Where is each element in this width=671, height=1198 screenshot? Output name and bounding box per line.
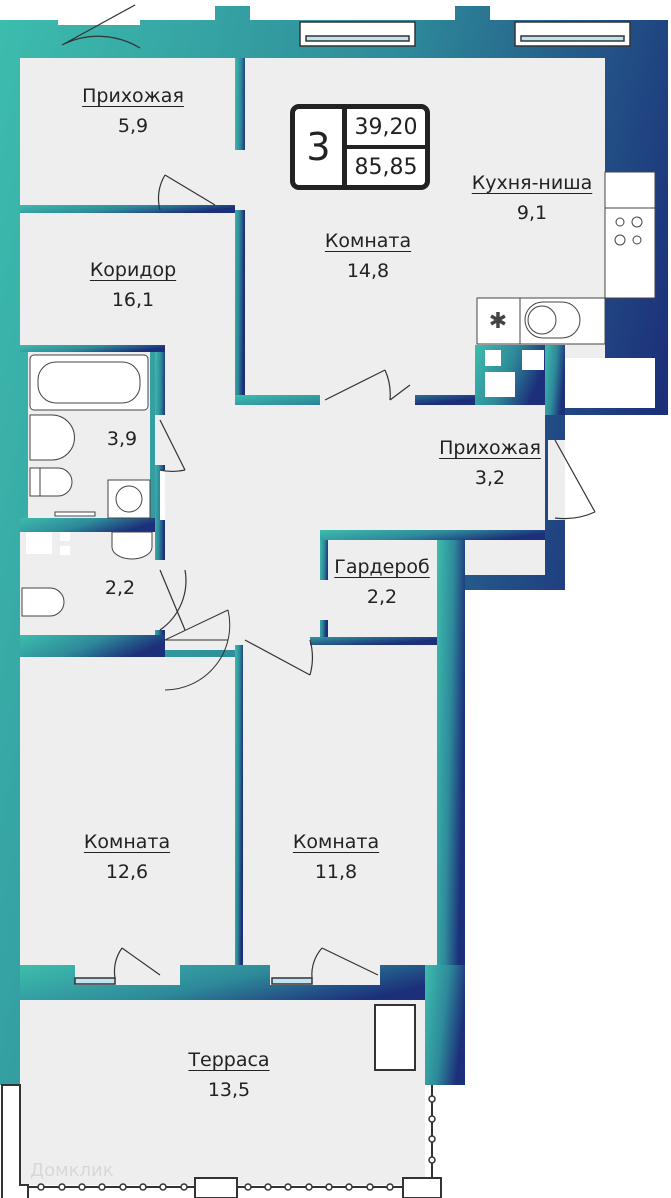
room-floor-right (243, 645, 437, 965)
watermark: Домклик (30, 1160, 114, 1181)
wardrobe-floor (328, 540, 437, 637)
room-floor-left (20, 657, 235, 965)
room-count: 3 (295, 109, 347, 185)
bathroom-area: 3,9 (106, 428, 138, 450)
svg-text:✱: ✱ (489, 309, 507, 334)
terrace-cabinet (374, 1004, 416, 1071)
room-floors (20, 58, 605, 1185)
living-area: 39,20 (347, 109, 425, 149)
terrace-floor (20, 1000, 425, 1185)
total-area: 85,85 (354, 154, 418, 180)
toilet-area: 2,2 (104, 577, 136, 599)
bathroom-fixtures (21, 354, 153, 617)
corridor-floor (20, 213, 235, 345)
hallway-floor (20, 58, 235, 205)
apartment-badge: 3 39,20 85,85 (290, 104, 430, 190)
terrace-railing (1, 1084, 442, 1198)
